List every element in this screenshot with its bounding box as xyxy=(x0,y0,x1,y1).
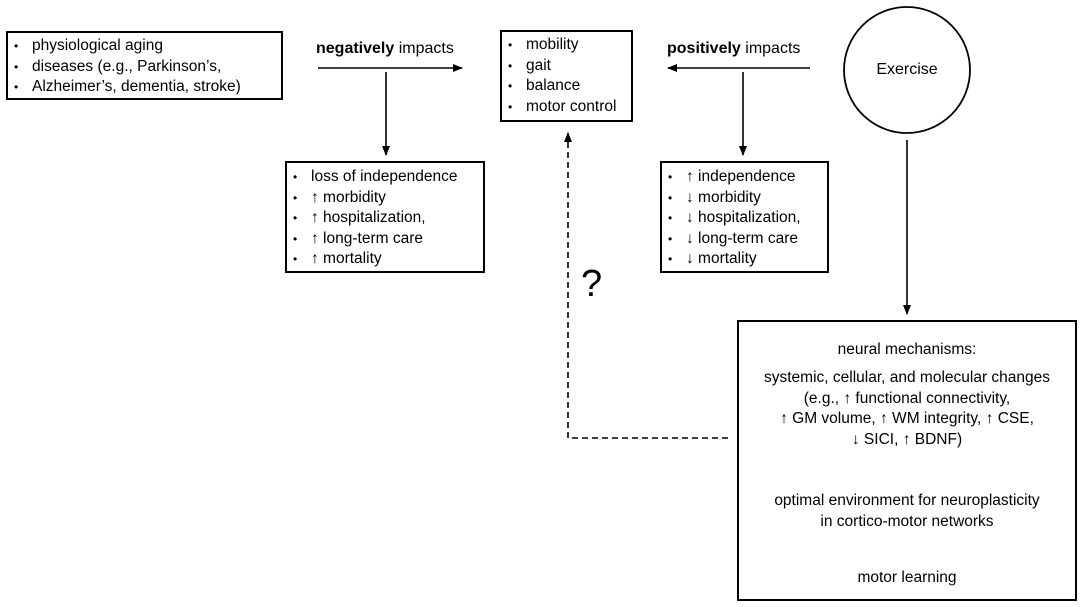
dashed-feedback-path xyxy=(564,132,728,439)
environment-line: optimal environment for neuroplasticity xyxy=(774,492,1040,509)
list-item: loss of independence xyxy=(289,167,479,188)
question-mark: ? xyxy=(581,263,603,305)
list-item: ↓ morbidity xyxy=(664,188,823,209)
mechanisms-changes: systemic, cellular, and molecular change… xyxy=(739,368,1075,450)
negative-impact-rest: impacts xyxy=(394,40,454,57)
negative-outcomes-list: loss of independence ↑ morbidity ↑ hospi… xyxy=(289,167,479,270)
positive-outcomes-box: ↑ independence ↓ morbidity ↓ hospitaliza… xyxy=(660,161,829,273)
exercise-label: Exercise xyxy=(876,61,938,78)
positive-impact-bold: positively xyxy=(667,40,741,57)
list-item: diseases (e.g., Parkinson’s, xyxy=(10,57,277,78)
negative-outcomes-box: loss of independence ↑ morbidity ↑ hospi… xyxy=(285,161,485,273)
mechanisms-line: ↑ GM volume, ↑ WM integrity, ↑ CSE, xyxy=(780,410,1034,427)
mechanisms-line: ↓ SICI, ↑ BDNF) xyxy=(851,430,963,448)
list-item: ↑ morbidity xyxy=(289,188,479,209)
list-item: ↑ independence xyxy=(664,167,823,188)
motor-learning-text: motor learning xyxy=(857,569,957,586)
positive-impact-rest: impacts xyxy=(740,40,801,57)
list-item: ↑ mortality xyxy=(289,249,479,270)
positive-impact-label: positively impacts xyxy=(667,40,800,58)
list-item: ↑ hospitalization, xyxy=(289,208,479,229)
exercise-circle xyxy=(843,6,971,134)
causes-list: physiological aging diseases (e.g., Park… xyxy=(10,36,277,98)
environment-line: in cortico-motor networks xyxy=(820,512,994,530)
list-item: motor control xyxy=(504,97,627,118)
motor-list: mobility gait balance motor control xyxy=(504,35,627,117)
environment-text: optimal environment for neuroplasticity … xyxy=(739,491,1075,532)
list-item: ↓ mortality xyxy=(664,249,823,270)
list-item: ↓ long-term care xyxy=(664,229,823,250)
list-item: physiological aging xyxy=(10,36,277,57)
negative-impact-label: negatively impacts xyxy=(316,40,454,58)
list-item: balance xyxy=(504,76,627,97)
motor-box: mobility gait balance motor control xyxy=(500,30,633,122)
list-item: ↓ hospitalization, xyxy=(664,208,823,229)
list-item: gait xyxy=(504,56,627,77)
mechanisms-title: neural mechanisms: xyxy=(837,341,977,358)
causes-box: physiological aging diseases (e.g., Park… xyxy=(6,31,283,100)
list-item: mobility xyxy=(504,35,627,56)
positive-outcomes-list: ↑ independence ↓ morbidity ↓ hospitaliza… xyxy=(664,167,823,270)
list-item-text: Alzheimer’s, dementia, stroke) xyxy=(32,78,241,95)
mechanisms-line: systemic, cellular, and molecular change… xyxy=(763,369,1051,386)
list-item: Alzheimer’s, dementia, stroke) xyxy=(10,77,277,98)
mechanisms-box: neural mechanisms: systemic, cellular, a… xyxy=(737,320,1077,601)
mechanisms-line: (e.g., ↑ functional connectivity, xyxy=(803,389,1011,407)
negative-impact-bold: negatively xyxy=(316,40,395,57)
list-item: ↑ long-term care xyxy=(289,229,479,250)
